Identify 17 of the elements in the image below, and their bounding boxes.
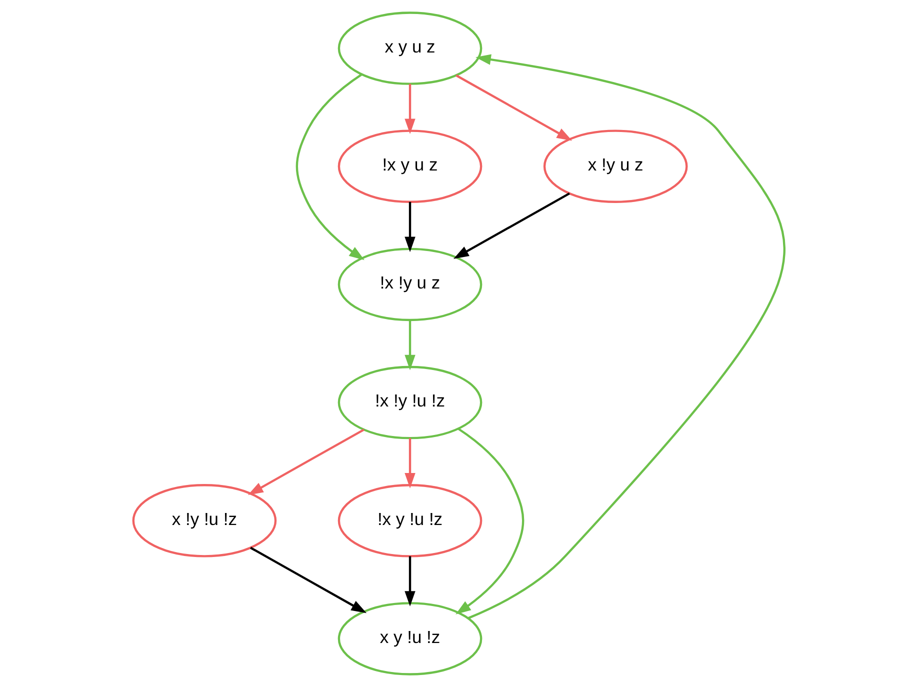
arrow — [404, 84, 416, 134]
arrow — [404, 438, 416, 488]
arrow — [453, 192, 570, 259]
arrow — [404, 320, 416, 370]
arrow — [248, 428, 364, 496]
node-ellipse: !x y u z — [338, 130, 482, 203]
arrow — [404, 556, 416, 606]
node-ellipse: !x !y !u !z — [338, 366, 482, 440]
arrow — [456, 428, 524, 614]
arrow — [456, 74, 572, 141]
arrow — [250, 546, 367, 614]
arrow — [468, 54, 786, 620]
node-ellipse: !x y !u !z — [338, 484, 482, 558]
node-ellipse: x !y !u !z — [132, 484, 277, 558]
node-ellipse: x y u z — [338, 12, 482, 85]
arrow — [404, 202, 416, 252]
arrow — [296, 74, 364, 260]
